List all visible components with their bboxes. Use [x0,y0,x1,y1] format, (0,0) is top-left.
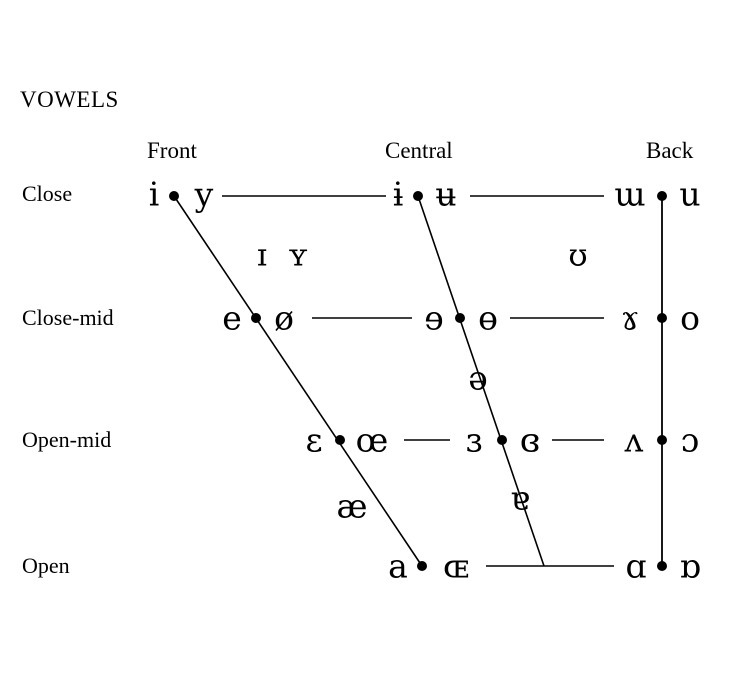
open-mid-front-dot [335,435,345,445]
central-diagonal-line [417,195,545,567]
column-header-central: Central [385,138,453,163]
vowel-open-front-rounded: ɶ [442,546,470,586]
vowel-close-back-unrounded: ɯ [614,174,646,214]
open-back-dot [657,561,667,571]
vowel-near-open-front-unrounded: æ [336,486,368,526]
row-label-open-mid: Open-mid [22,427,112,452]
vowel-close-central-rounded: ʉ [435,174,457,214]
row-label-open: Open [22,553,70,578]
vowel-open-back-rounded: ɒ [679,546,701,586]
vowel-open-mid-back-unrounded: ʌ [624,420,644,460]
vowel-open-back-unrounded: ɑ [625,546,647,586]
vowel-close-mid-central-unrounded: ɘ [424,298,444,338]
close-back-dot [657,191,667,201]
vowel-open-mid-front-rounded: œ [355,420,389,460]
front-diagonal-line [173,195,423,567]
vowel-open-mid-back-rounded: ɔ [680,420,700,460]
vowel-close-mid-front-unrounded: e [222,298,242,338]
close-mid-central-dot [455,313,465,323]
vowel-open-mid-central-rounded: ɞ [519,420,541,460]
vowel-close-front-rounded: y [194,174,214,214]
open-mid-back-dot [657,435,667,445]
vowel-open-mid-central-unrounded: ɜ [465,420,483,460]
vowel-close-mid-back-rounded: o [680,298,700,338]
vowel-close-back-rounded: u [679,174,701,214]
vowel-close-central-unrounded: ɨ [392,174,404,214]
column-header-back: Back [646,138,694,163]
vowel-open-mid-front-unrounded: ɛ [305,420,323,460]
close-central-dot [413,191,423,201]
chart-title: VOWELS [20,87,119,112]
column-header-front: Front [147,138,197,163]
open-front-dot [417,561,427,571]
vowel-mid-central: ə [468,358,488,398]
vowel-near-close-front-rounded: ʏ [287,237,309,274]
vowel-near-close-back-rounded: ʊ [568,237,588,274]
vowel-near-close-front-unrounded: ɪ [257,237,267,274]
close-mid-back-dot [657,313,667,323]
row-label-close: Close [22,181,73,206]
vowel-close-mid-back-unrounded: ɤ [620,298,640,338]
close-front-dot [169,191,179,201]
vowel-close-front-unrounded: i [148,174,160,214]
row-label-close-mid: Close-mid [22,305,114,330]
vowel-close-mid-central-rounded: ɵ [478,298,498,338]
vowel-close-mid-front-rounded: ø [274,298,294,338]
close-mid-front-dot [251,313,261,323]
vowel-near-open-central: ɐ [510,478,530,518]
open-mid-central-dot [497,435,507,445]
vowel-open-front-unrounded: a [388,546,408,586]
